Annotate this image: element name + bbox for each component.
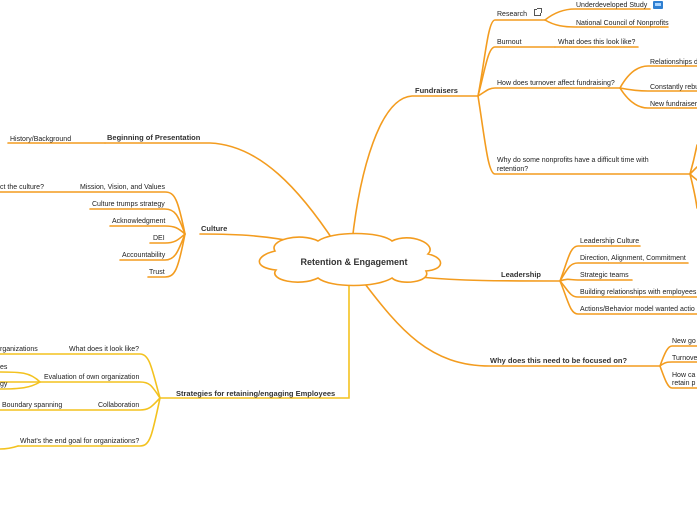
- node-building-relationships[interactable]: Building relationships with employees: [580, 289, 697, 296]
- node-research[interactable]: Research: [497, 11, 527, 18]
- node-direction-alignment[interactable]: Direction, Alignment, Commitment: [580, 255, 686, 262]
- central-topic[interactable]: Retention & Engagement: [300, 257, 408, 267]
- connector-center-strategies: [159, 280, 350, 399]
- branch-beginning[interactable]: Beginning of Presentation: [107, 133, 201, 142]
- node-burnout[interactable]: Burnout: [497, 39, 522, 46]
- node-dei[interactable]: DEI: [153, 235, 165, 242]
- node-accountability[interactable]: Accountability: [122, 252, 166, 259]
- node-trust[interactable]: Trust: [149, 269, 165, 276]
- node-end-goal[interactable]: What's the end goal for organizations?: [20, 438, 140, 445]
- node-organizations[interactable]: rganizations: [0, 346, 38, 353]
- node-national-council[interactable]: National Council of Nonprofits: [576, 20, 669, 27]
- node-turnover-fundraising[interactable]: How does turnover affect fundraising?: [497, 80, 615, 87]
- node-leadership-culture[interactable]: Leadership Culture: [580, 238, 640, 245]
- node-collaboration[interactable]: Collaboration: [98, 402, 140, 409]
- node-history-background[interactable]: History/Background: [10, 136, 72, 143]
- node-difficult-retention[interactable]: Why do some nonprofits have a difficult …: [497, 157, 649, 173]
- image-attachment-icon[interactable]: [653, 1, 663, 9]
- node-what-does-it-look-like[interactable]: What does it look like?: [69, 346, 140, 353]
- node-relationships[interactable]: Relationships d: [650, 59, 697, 66]
- branch-strategies[interactable]: Strategies for retaining/engaging Employ…: [176, 389, 336, 398]
- connector-center-focus: [361, 279, 661, 367]
- node-new-fundraiser[interactable]: New fundraiser: [650, 101, 697, 108]
- node-actions-behavior[interactable]: Actions/Behavior model wanted actio: [580, 306, 695, 313]
- branch-fundraisers[interactable]: Fundraisers: [415, 86, 458, 95]
- node-eval-child-2[interactable]: gy: [0, 381, 8, 388]
- branch-leadership[interactable]: Leadership: [501, 270, 542, 279]
- node-new-goal[interactable]: New go: [672, 338, 696, 345]
- central-topic-cloud: [258, 232, 442, 287]
- node-turnover[interactable]: Turnove: [672, 355, 697, 362]
- node-acknowledgment[interactable]: Acknowledgment: [112, 218, 166, 225]
- node-affect-culture[interactable]: ct the culture?: [0, 184, 44, 191]
- branch-why-focused[interactable]: Why does this need to be focused on?: [490, 356, 628, 365]
- node-how-can[interactable]: How ca: [672, 372, 696, 379]
- connector-center-beginning: [104, 142, 336, 244]
- node-strategic-teams[interactable]: Strategic teams: [580, 272, 629, 279]
- node-retain[interactable]: retain p: [672, 380, 696, 387]
- node-mission-vision-values[interactable]: Mission, Vision, and Values: [80, 184, 165, 191]
- node-eval-child-1[interactable]: es: [0, 364, 8, 371]
- node-evaluation[interactable]: Evaluation of own organization: [44, 374, 140, 381]
- node-boundary-spanning[interactable]: Boundary spanning: [2, 402, 63, 409]
- connector-center-fundraisers: [351, 95, 479, 243]
- connector-center-leadership: [419, 276, 561, 282]
- branch-culture[interactable]: Culture: [201, 224, 228, 233]
- node-culture-trumps-strategy[interactable]: Culture trumps strategy: [92, 201, 165, 208]
- external-link-icon[interactable]: [534, 8, 542, 16]
- node-constantly-rebuild[interactable]: Constantly rebu: [650, 84, 697, 91]
- node-underdeveloped-study[interactable]: Underdeveloped Study: [576, 2, 648, 9]
- node-burnout-look[interactable]: What does this look like?: [558, 39, 636, 46]
